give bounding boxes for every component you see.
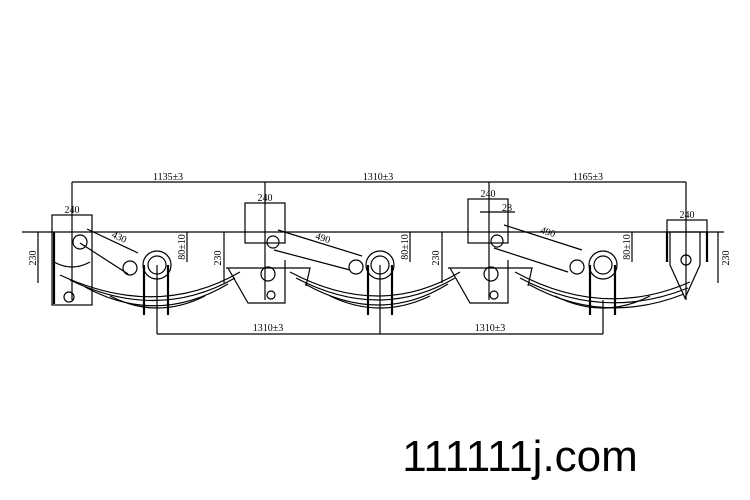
axle-2: [365, 250, 395, 315]
top-dimension-line: [71, 181, 687, 300]
middle-hanger-2: [448, 198, 533, 304]
dim-1135: 1135±3: [153, 172, 183, 183]
dim-1310-top: 1310±3: [363, 172, 394, 183]
torque-arm-2: [273, 229, 364, 275]
height-dimension-lines: [37, 211, 719, 283]
arm-length-2: 490: [314, 231, 332, 246]
hanger-width-1: 240: [65, 205, 80, 216]
dim-1310-bottom-2: 1310±3: [475, 323, 506, 334]
axle-offset-1: 80±10: [177, 234, 188, 260]
front-hanger: [51, 214, 93, 306]
hanger-height-3: 230: [431, 251, 442, 266]
watermark: 111111j.com: [402, 432, 638, 481]
hanger-height-4: 230: [721, 251, 732, 266]
leaf-springs: [59, 271, 691, 309]
torque-arm-3: [493, 224, 585, 275]
offset-label: 28: [502, 203, 512, 214]
hanger-width-4: 240: [680, 210, 695, 221]
hanger-width-2: 240: [258, 193, 273, 204]
hanger-width-3: 240: [481, 189, 496, 200]
dim-1165: 1165±3: [573, 172, 603, 183]
torque-arm-1: [72, 228, 139, 276]
middle-hanger-1: [226, 202, 311, 304]
hanger-height-2: 230: [213, 251, 224, 266]
dim-1310-bottom-1: 1310±3: [253, 323, 284, 334]
hanger-height-1: 230: [28, 251, 39, 266]
rear-hanger: [665, 219, 709, 300]
axle-offset-3: 80±10: [622, 234, 633, 260]
axle-offset-2: 80±10: [400, 234, 411, 260]
arm-length-3: 490: [539, 225, 557, 240]
